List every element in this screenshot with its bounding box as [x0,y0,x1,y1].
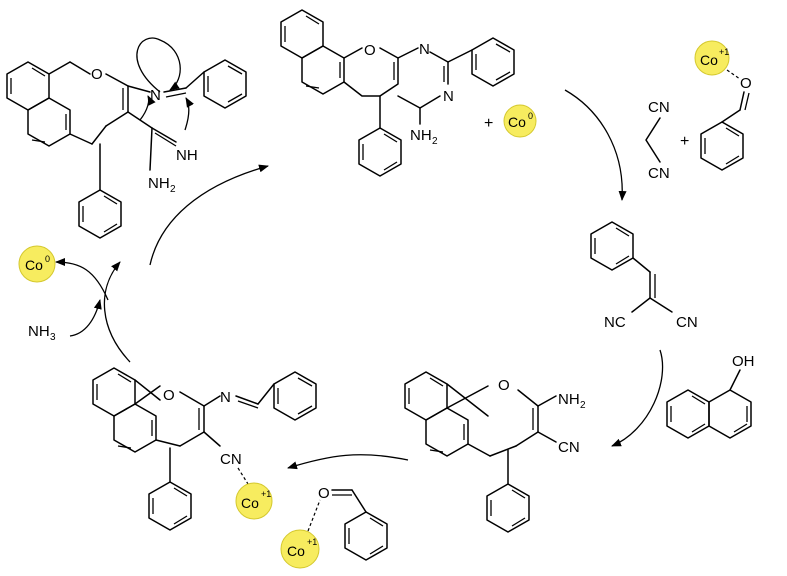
ammonia-label: NH 3 [28,323,56,343]
plus-sign: + [484,115,493,132]
svg-text:3: 3 [50,332,56,343]
cobalt-zero-top: Co 0 [503,104,537,138]
arrow-step-5 [149,164,269,266]
svg-text:Co: Co [508,114,526,130]
svg-text:CN: CN [558,439,580,456]
svg-text:O: O [91,66,103,83]
cobalt-benzaldehyde-complex-top: Co +1 O [694,40,752,171]
atom-nh2: NH [410,127,432,144]
svg-text:NC: NC [604,314,626,331]
cobalt-zero-left: Co 0 [18,245,56,283]
arrow-step-4 [103,261,131,363]
svg-text:Co: Co [241,495,259,511]
svg-text:CN: CN [648,165,670,182]
arrow-co0-release [55,258,109,301]
svg-text:CN: CN [676,314,698,331]
svg-text:N: N [150,87,161,104]
pyrimidine-product: O N N NH 2 [280,9,515,177]
svg-text:2: 2 [580,400,586,411]
svg-text:O: O [163,387,175,404]
svg-text:+1: +1 [261,489,271,499]
atom-o: O [364,42,376,59]
svg-text:O: O [318,485,330,502]
svg-text:0: 0 [528,111,533,121]
svg-text:NH: NH [28,323,50,340]
naphthol: OH [666,353,755,439]
svg-text:CN: CN [648,99,670,116]
svg-text:CN: CN [220,451,242,468]
svg-text:Co: Co [25,257,43,273]
arrow-step-3 [287,454,409,470]
arrow-step-2 [611,349,664,447]
atom-n: N [443,88,454,105]
benzylidene-malononitrile: NC CN [590,221,698,331]
malononitrile: CN CN [645,99,670,182]
plus-sign: + [680,133,689,150]
svg-text:NH: NH [558,391,580,408]
svg-text:Co: Co [287,543,305,559]
svg-text:+1: +1 [719,47,729,57]
imine-intermediate: O N CN [92,367,317,531]
svg-text:OH: OH [732,353,755,370]
arrow-nh3-in [69,299,102,337]
svg-text:N: N [220,389,231,406]
aminochromene-intermediate: O NH 2 CN [404,371,586,533]
svg-text:+1: +1 [307,537,317,547]
svg-text:NH: NH [148,175,170,192]
svg-text:O: O [498,377,510,394]
amidine-intermediate: O N NH NH 2 [6,37,247,239]
svg-text:0: 0 [45,254,50,264]
cobalt-plus-one-bottom-left: Co +1 [235,482,273,520]
subscript-2: 2 [432,136,438,147]
arrow-step-1 [564,89,627,201]
svg-text:2: 2 [170,184,176,195]
svg-text:Co: Co [700,52,718,68]
svg-text:NH: NH [176,147,198,164]
cobalt-benzaldehyde-complex-bottom: Co +1 O [280,485,388,569]
svg-text:O: O [740,75,752,92]
atom-n: N [419,41,430,58]
